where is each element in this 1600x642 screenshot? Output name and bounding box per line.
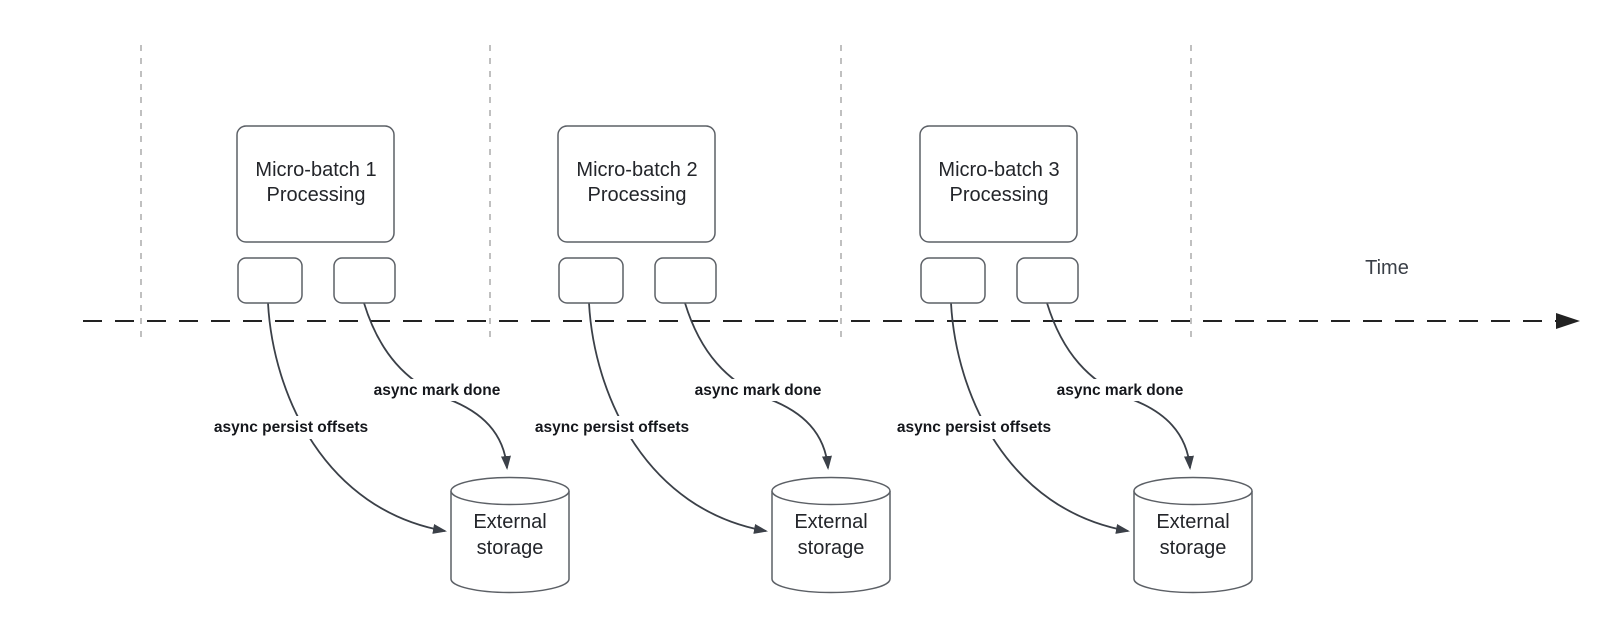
task-box-left	[558, 257, 624, 304]
external-storage-label-line1: External	[1156, 511, 1229, 533]
mark-done-label-bg	[685, 379, 831, 401]
persist-offsets-label-bg	[203, 416, 379, 439]
task-box-right	[654, 257, 717, 304]
persist-offsets-label: async persist offsets	[535, 419, 689, 436]
persist-offsets-label-bg	[524, 416, 700, 439]
task-box-left	[237, 257, 303, 304]
external-storage-cylinder-body	[1133, 491, 1253, 594]
time-axis-arrowhead-icon	[1556, 313, 1580, 329]
external-storage-cylinder-body	[771, 491, 891, 594]
mark-done-label: async mark done	[1057, 382, 1184, 399]
mark-done-label-bg	[364, 379, 510, 401]
microbatch-group-1: Micro-batch 1 Processing async persist o…	[203, 125, 570, 594]
processing-box-label-line1: Micro-batch 3	[938, 159, 1059, 181]
microbatch-group-3: Micro-batch 3 Processing async persist o…	[886, 125, 1253, 594]
persist-offsets-arrow	[950, 302, 1130, 534]
external-storage-cylinder-top	[771, 476, 891, 506]
external-storage-label-line1: External	[473, 511, 546, 533]
processing-box-label-line2: Processing	[267, 184, 366, 206]
processing-box-label-line2: Processing	[588, 184, 687, 206]
microbatch-group-2: Micro-batch 2 Processing async persist o…	[524, 125, 891, 594]
persist-offsets-label: async persist offsets	[214, 419, 368, 436]
external-storage-cylinder-top	[1133, 476, 1253, 506]
external-storage-cylinder-top	[450, 476, 570, 506]
external-storage-label-line2: storage	[798, 537, 865, 559]
processing-box	[557, 125, 716, 243]
external-storage-label-line2: storage	[477, 537, 544, 559]
mark-done-label: async mark done	[374, 382, 501, 399]
processing-box-label-line1: Micro-batch 1	[255, 159, 376, 181]
task-box-right	[333, 257, 396, 304]
mark-done-label: async mark done	[695, 382, 822, 399]
persist-offsets-label-bg	[886, 416, 1062, 439]
persist-offsets-label: async persist offsets	[897, 419, 1051, 436]
time-axis-label: Time	[1365, 257, 1409, 279]
external-storage-cylinder-body	[450, 491, 570, 594]
persist-offsets-arrow	[588, 302, 768, 534]
processing-box-label-line2: Processing	[950, 184, 1049, 206]
processing-box	[236, 125, 395, 243]
processing-box-label-line1: Micro-batch 2	[576, 159, 697, 181]
external-storage-label-line1: External	[794, 511, 867, 533]
mark-done-label-bg	[1047, 379, 1193, 401]
processing-box	[919, 125, 1078, 243]
external-storage-label-line2: storage	[1160, 537, 1227, 559]
task-box-left	[920, 257, 986, 304]
task-box-right	[1016, 257, 1079, 304]
persist-offsets-arrow	[267, 302, 447, 534]
